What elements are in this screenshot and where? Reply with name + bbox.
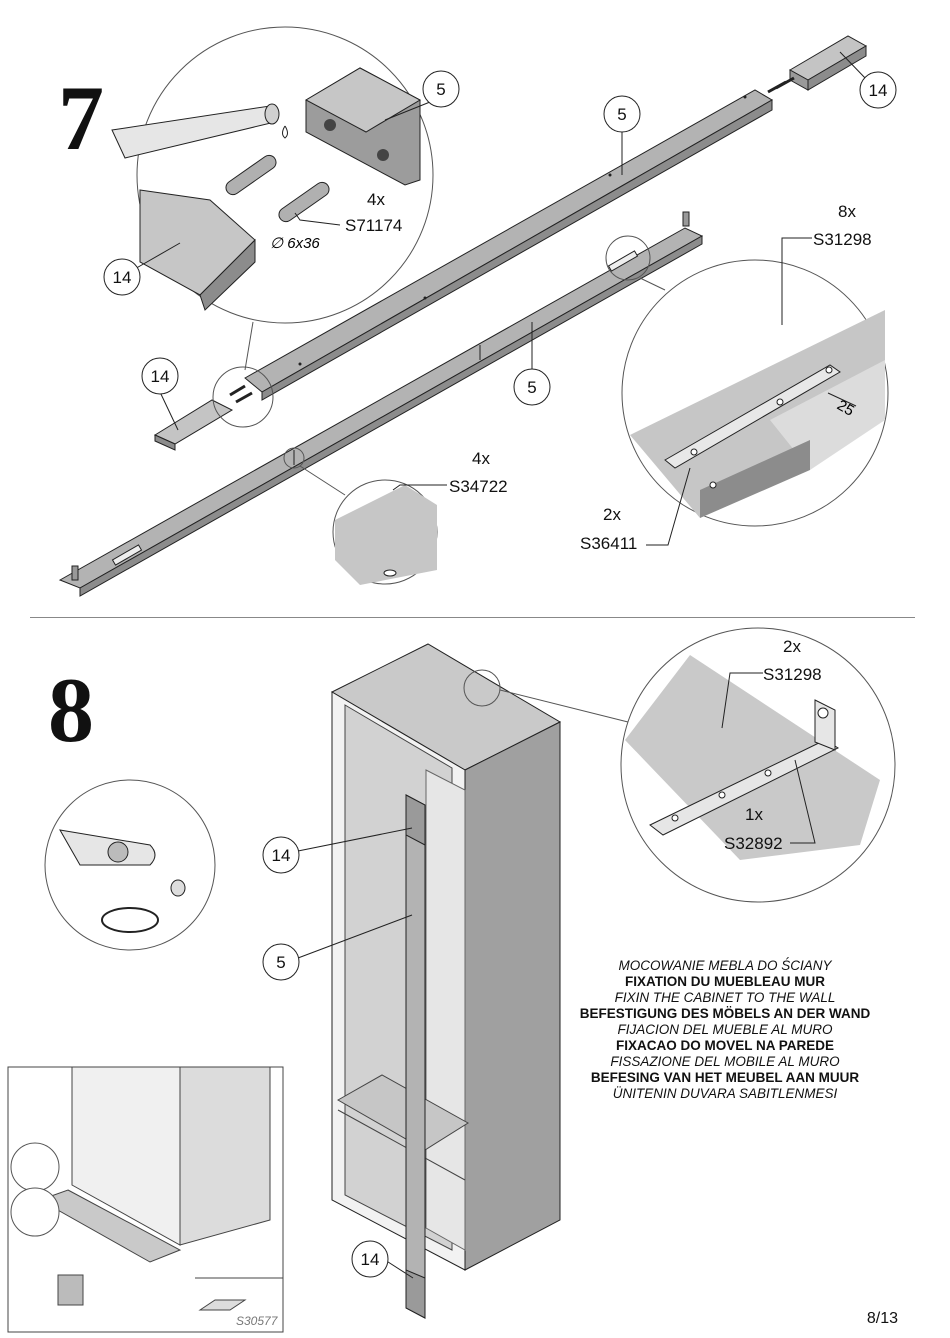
caption-line-pl: MOCOWANIE MEBLA DO ŚCIANY [618, 958, 832, 973]
step7-callout-5-b: 5 [617, 105, 626, 124]
caption-line-tr: ÜNITENIN DUVARA SABITLENMESI [612, 1086, 838, 1101]
code-s71174: S71174 [345, 216, 402, 235]
cabinet [330, 643, 562, 1271]
diameter-symbol: ∅ [270, 235, 287, 252]
code-s36411: S36411 [580, 534, 637, 553]
step-7-number: 7 [58, 67, 104, 169]
qty-2x-screw: 2x [783, 637, 801, 656]
cam-lock-detail-circle [44, 779, 216, 951]
dowel-size-label: ∅ 6x36 [270, 235, 320, 252]
step8-callout-5: 5 [276, 953, 285, 972]
caption-line-fr: FIXATION DU MUEBLEAU MUR [625, 974, 825, 989]
bracket-detail-circle [620, 627, 896, 903]
step7-callout-14-b: 14 [113, 268, 132, 287]
caption-line-en: FIXIN THE CABINET TO THE WALL [614, 990, 836, 1005]
dowel-detail-circle [111, 26, 434, 324]
code-s34722: S34722 [449, 477, 508, 496]
caption-line-nl: BEFESING VAN HET MEUBEL AAN MUUR [590, 1070, 860, 1085]
lower-rail-5 [58, 211, 704, 597]
step-divider [30, 617, 915, 618]
caption-line-it: FISSAZIONE DEL MOBILE AL MURO [610, 1054, 840, 1069]
qty-2x-plate: 2x [603, 505, 621, 524]
qty-8x: 8x [838, 202, 856, 221]
bolt-detail-circle [332, 479, 438, 585]
code-s31298-step7: S31298 [813, 230, 872, 249]
step7-callout-5-c: 5 [527, 378, 536, 397]
dimension-25: 25 [834, 397, 857, 420]
door-strip [405, 794, 426, 1319]
step7-callout-5-a: 5 [436, 80, 445, 99]
caption-line-es: FIJACION DEL MUEBLE AL MURO [617, 1022, 833, 1037]
step-7-illustration: 5 5 14 14 14 5 4x S71174 ∅ 6x36 8x S3129… [58, 26, 897, 597]
code-s31298-step8: S31298 [763, 665, 822, 684]
leveling-inset [7, 1066, 284, 1333]
block-14-top-right [767, 35, 868, 94]
qty-4x-bolt: 4x [472, 449, 490, 468]
plate-detail-circle [621, 259, 889, 527]
step-8-illustration: 14 5 14 2x S31298 1x S32892 [7, 627, 896, 1333]
step-8-number: 8 [48, 659, 94, 761]
inset-code: S30577 [236, 1314, 278, 1328]
step8-callout-14-b: 14 [361, 1250, 380, 1269]
step7-callout-14-a: 14 [869, 81, 888, 100]
qty-1x-bracket: 1x [745, 805, 763, 824]
qty-4x-dowel: 4x [367, 190, 385, 209]
wall-fixing-caption: MOCOWANIE MEBLA DO ŚCIANY FIXATION DU MU… [560, 958, 890, 1102]
block-14-left [153, 384, 253, 451]
dowel-size-value: 6x36 [287, 235, 320, 252]
upper-rail-5 [244, 89, 773, 401]
step8-callout-14-a: 14 [272, 846, 291, 865]
caption-line-pt: FIXACAO DO MOVEL NA PAREDE [615, 1038, 835, 1053]
page-number: 8/13 [866, 1310, 898, 1327]
code-s32892: S32892 [724, 834, 783, 853]
step7-callout-14-c: 14 [151, 367, 170, 386]
caption-line-de: BEFESTIGUNG DES MÖBELS AN DER WAND [579, 1006, 871, 1021]
